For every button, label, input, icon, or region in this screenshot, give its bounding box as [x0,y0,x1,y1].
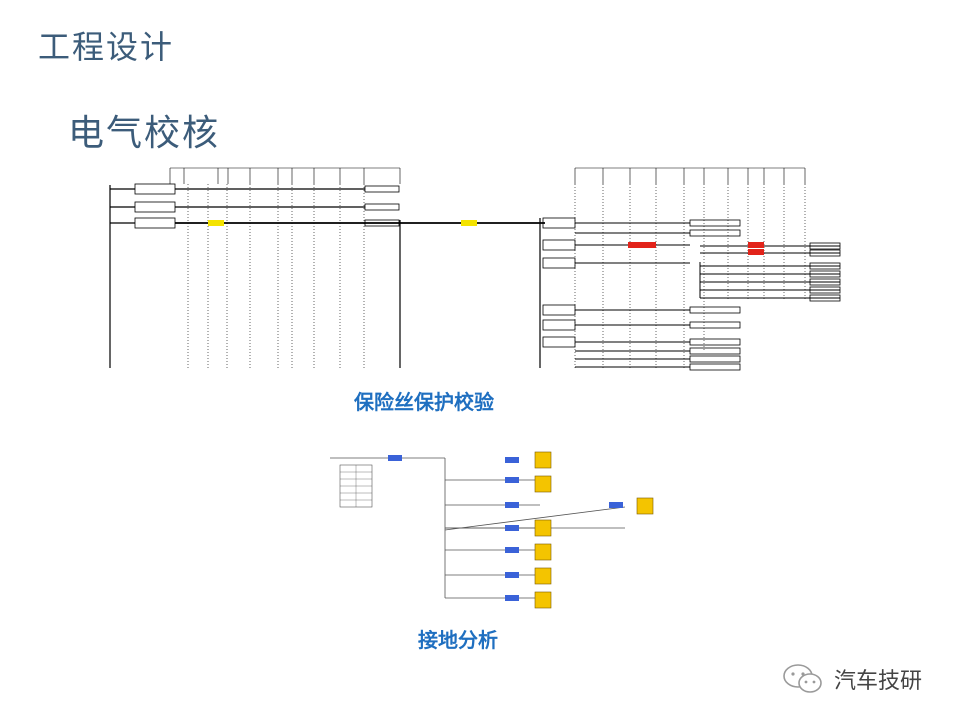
ground-box-6 [534,591,552,609]
highlight-red-1 [628,242,656,248]
ground-box-7 [636,497,654,515]
ground-node-4 [505,525,519,531]
ground-box-2 [534,475,552,493]
watermark-text: 汽车技研 [834,669,923,694]
ground-node-1 [505,457,519,463]
ground-node-5 [505,547,519,553]
fuse-protection-diagram [109,167,841,371]
slide-title: 工程设计 [38,28,175,66]
fuse-box-b [134,201,176,213]
right-header-grid [574,167,806,184]
ground-box-4 [534,543,552,561]
watermark: 汽车技研 [780,662,922,696]
ground-box-1 [534,451,552,469]
ground-node-main [388,455,402,461]
highlight-yellow-mid [461,220,477,226]
ground-node-2 [505,477,519,483]
fuse-box-c [134,217,176,229]
ground-node-8 [609,502,623,508]
ground-analysis-caption: 接地分析 [418,628,498,652]
left-header-grid [169,167,401,184]
highlight-yellow-left [208,220,224,226]
ground-box-5 [534,567,552,585]
ground-node-3 [505,502,519,508]
fuse-box-a [134,183,176,195]
ground-analysis-diagram [330,451,654,609]
highlight-red-2 [748,242,764,248]
section-title: 电气校核 [68,113,221,154]
ground-node-6 [505,572,519,578]
fuse-check-caption: 保险丝保护校验 [354,390,494,414]
ground-box-3 [534,519,552,537]
ground-node-7 [505,595,519,601]
highlight-red-3 [748,249,764,255]
wechat-icon [783,664,822,693]
